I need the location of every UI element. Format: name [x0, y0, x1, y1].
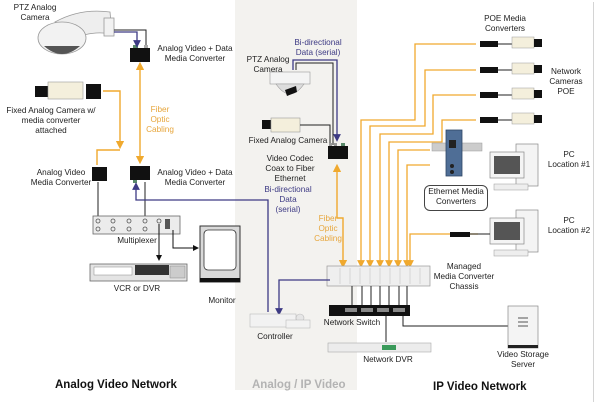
av-data-converter-top-label: Analog Video + Data Media Converter [157, 44, 233, 63]
video-codec-icon [328, 143, 348, 159]
av-data-converter-bottom-label: Analog Video + Data Media Converter [157, 168, 233, 187]
ptz-analog-camera-2-label: PTZ Analog Camera [246, 55, 290, 74]
monitor-label: Monitor [208, 296, 236, 305]
ptz-analog-camera-label: PTZ Analog Camera [13, 3, 57, 22]
analog-video-converter-label: Analog Video Media Converter [30, 168, 92, 187]
media-converter-chassis-icon [326, 265, 431, 287]
pc-location-2-label: PC Location #2 [547, 216, 591, 235]
poe-media-converters-label: POE Media Converters [484, 14, 526, 33]
poe-media-converter-icon [480, 67, 498, 73]
chassis-to-switch-links [351, 286, 408, 305]
bidirectional-data-label-bottom: Bi-directional Data (serial) [264, 185, 312, 214]
av-data-converter-bottom-icon [130, 166, 150, 183]
network-camera-icon [511, 112, 542, 125]
codec-fiber-link [332, 163, 348, 269]
ptz-dome-camera-icon [269, 71, 311, 96]
pc-location-2-icon [489, 209, 539, 257]
mux-to-monitor-link [172, 230, 199, 251]
chassis-fiber-bundle [357, 43, 478, 268]
poe-media-converter-icon [480, 41, 498, 47]
multiplexer-label: Multiplexer [117, 236, 157, 245]
multiplexer-icon [92, 215, 181, 235]
video-storage-server-icon [507, 305, 539, 349]
ethernet-media-converter-icon [431, 129, 483, 177]
analog-video-network-title: Analog Video Network [55, 379, 177, 391]
bidirectional-data-label-top: Bi-directional Data (serial) [294, 38, 342, 57]
fixed-camera-coax-link [300, 124, 331, 145]
vcr-dvr-label: VCR or DVR [113, 284, 161, 293]
fixed-analog-camera-label: Fixed Analog Camera w/ media converter a… [6, 106, 96, 135]
ptz-dome-data-link [292, 59, 341, 142]
ptz-dome-coax-link [295, 62, 334, 145]
video-storage-server-label: Video Storage Server [497, 350, 549, 369]
pc-location-1-label: PC Location #1 [547, 150, 591, 169]
controller-data-link-ip [275, 279, 330, 316]
network-camera-icon [511, 87, 542, 100]
network-switch-label: Network Switch [323, 318, 381, 327]
network-switch-icon [329, 305, 410, 316]
fixed-analog-camera-icon [35, 81, 101, 100]
fixed-analog-camera-2-label: Fixed Analog Camera [248, 136, 328, 145]
poe-media-converter-icon [480, 117, 498, 123]
vcr-dvr-icon [89, 263, 188, 282]
ip-video-network-title: IP Video Network [433, 381, 527, 393]
fixed-analog-camera-2-icon [262, 117, 301, 133]
ethernet-media-converters-label: Ethernet Media Converters [428, 187, 484, 206]
pc-location-1-icon [489, 143, 539, 191]
controller-label: Controller [257, 332, 293, 341]
fiber-optic-cabling-label-hybrid: Fiber Optic Cabling [314, 214, 342, 243]
ptz-data-link [114, 31, 141, 48]
analog-video-converter-icon [92, 167, 107, 181]
network-cameras-poe-label: Network Cameras POE [549, 67, 583, 96]
switch-to-storage-link [402, 316, 508, 327]
poe-links [498, 43, 512, 121]
controller-data-link-analog [132, 182, 269, 312]
pc2-media-converter-icon [450, 232, 470, 237]
poe-media-converter-icon [480, 92, 498, 98]
network-dvr-label: Network DVR [363, 355, 413, 364]
ptz-coax-link [114, 29, 147, 45]
network-dvr-icon [327, 342, 432, 353]
monitor-icon [199, 225, 241, 283]
ptz-camera-icon [37, 10, 115, 55]
video-codec-label: Video Codec Coax to Fiber Ethernet [265, 154, 315, 183]
av-data-converter-top-icon [130, 45, 150, 62]
fiber-optic-cabling-label-analog: Fiber Optic Cabling [146, 105, 174, 134]
fixed-camera-fiber-drop [96, 149, 120, 165]
analog-ip-video-title: Analog / IP Video [252, 379, 346, 391]
managed-chassis-label: Managed Media Converter Chassis [433, 262, 495, 291]
right-border-divider [593, 2, 594, 402]
ethernet-media-converters-callout [424, 185, 488, 211]
controller-icon [249, 313, 311, 329]
network-camera-icon [511, 62, 542, 75]
network-camera-icon [511, 36, 542, 49]
fixed-camera-fiber [103, 90, 125, 150]
